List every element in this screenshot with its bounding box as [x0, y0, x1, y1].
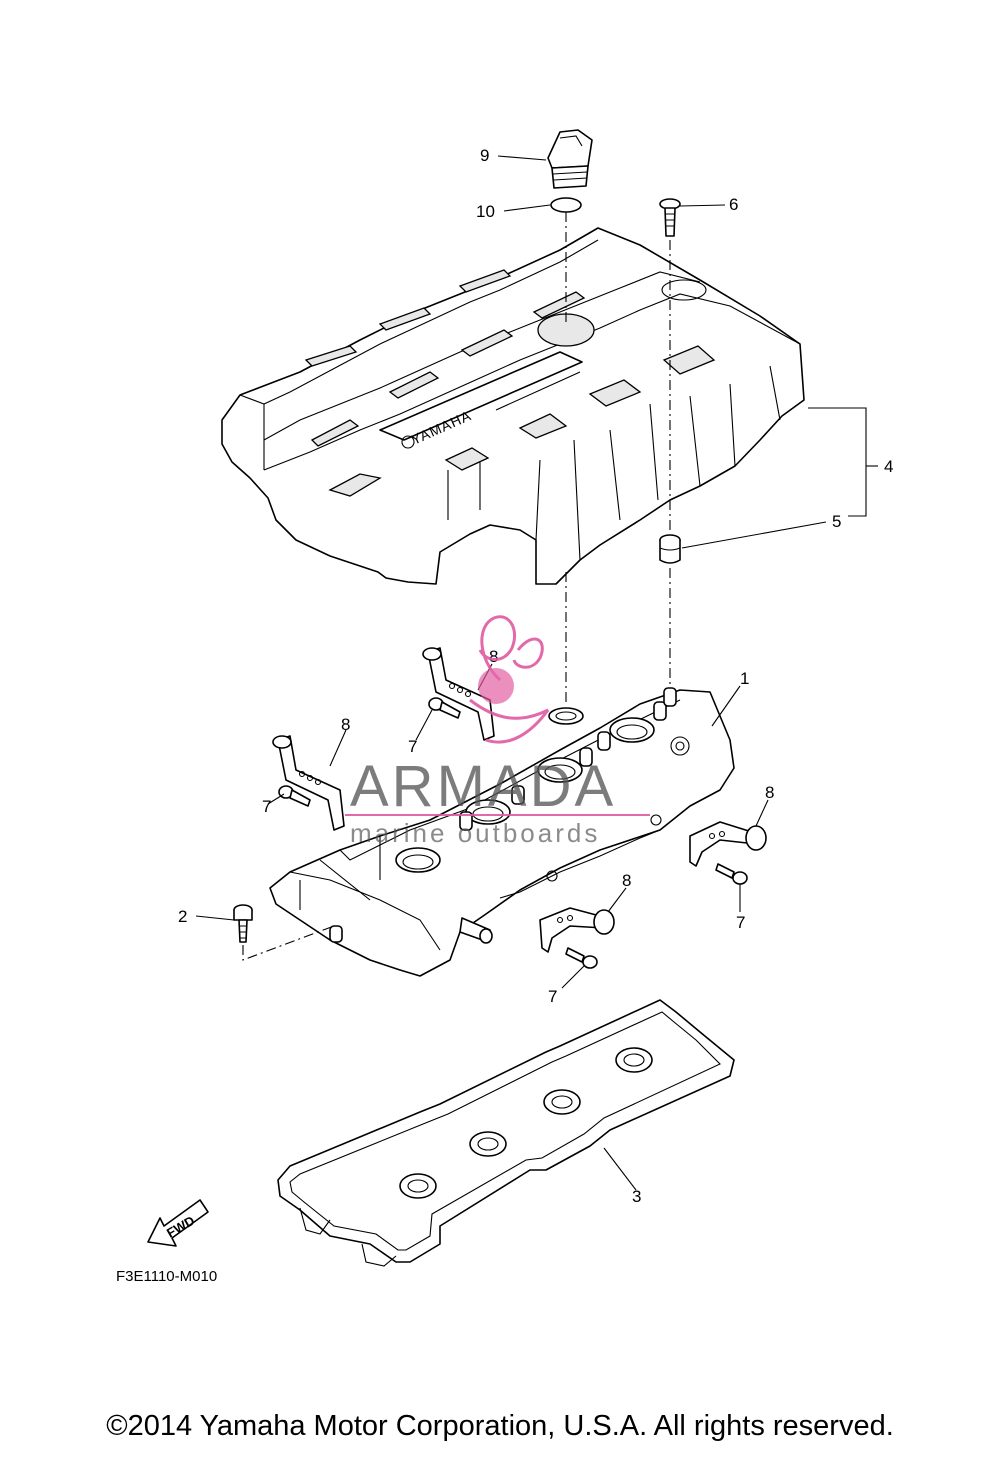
callout-8-front: 8	[622, 871, 631, 890]
callout-7-right: 7	[736, 913, 745, 932]
bracket-front	[539, 907, 615, 953]
callout-3: 3	[632, 1187, 641, 1206]
diagram-code: F3E1110-M010	[116, 1268, 217, 1285]
callout-8-left: 8	[341, 715, 350, 734]
spark-plug-seal	[543, 1089, 581, 1115]
watermark-subtitle: marine outboards	[350, 818, 600, 848]
watermark: ARMADA marine outboards	[345, 615, 650, 848]
callout-8-upper: 8	[489, 647, 498, 666]
grommet	[659, 534, 681, 564]
bolt-front	[565, 947, 598, 969]
callout-7-upper: 7	[408, 737, 417, 756]
propeller-logo	[469, 615, 550, 744]
callout-6: 6	[729, 195, 738, 214]
callout-9: 9	[480, 146, 489, 165]
bolt-left	[278, 785, 311, 807]
bolt-right	[715, 863, 748, 885]
fwd-arrow-icon: FWD	[147, 1199, 209, 1247]
callout-7-left: 7	[262, 797, 271, 816]
callout-8-right: 8	[765, 783, 774, 802]
bolt-upper	[428, 697, 461, 719]
o-ring	[550, 197, 582, 213]
copyright-notice: ©2014 Yamaha Motor Corporation, U.S.A. A…	[106, 1410, 894, 1442]
callout-10: 10	[476, 202, 495, 221]
callout-5: 5	[832, 512, 841, 531]
bracket-upper	[422, 647, 495, 741]
spark-plug-seal	[399, 1173, 437, 1199]
cover-screw	[659, 198, 681, 237]
head-cover-gasket	[277, 999, 735, 1267]
bolt	[233, 904, 253, 943]
callout-2: 2	[178, 907, 187, 926]
spark-plug-seal	[615, 1047, 653, 1073]
callout-1: 1	[740, 669, 749, 688]
oil-filler-cap	[547, 129, 593, 189]
cylinder-head-cover	[269, 687, 735, 977]
engine-top-cover: YAMAHA	[221, 227, 805, 585]
callout-7-front: 7	[548, 987, 557, 1006]
spark-plug-seal	[469, 1131, 507, 1157]
callout-4: 4	[884, 457, 893, 476]
bracket-left	[272, 735, 345, 831]
bracket-right	[689, 821, 767, 867]
watermark-title: ARMADA	[350, 754, 616, 819]
